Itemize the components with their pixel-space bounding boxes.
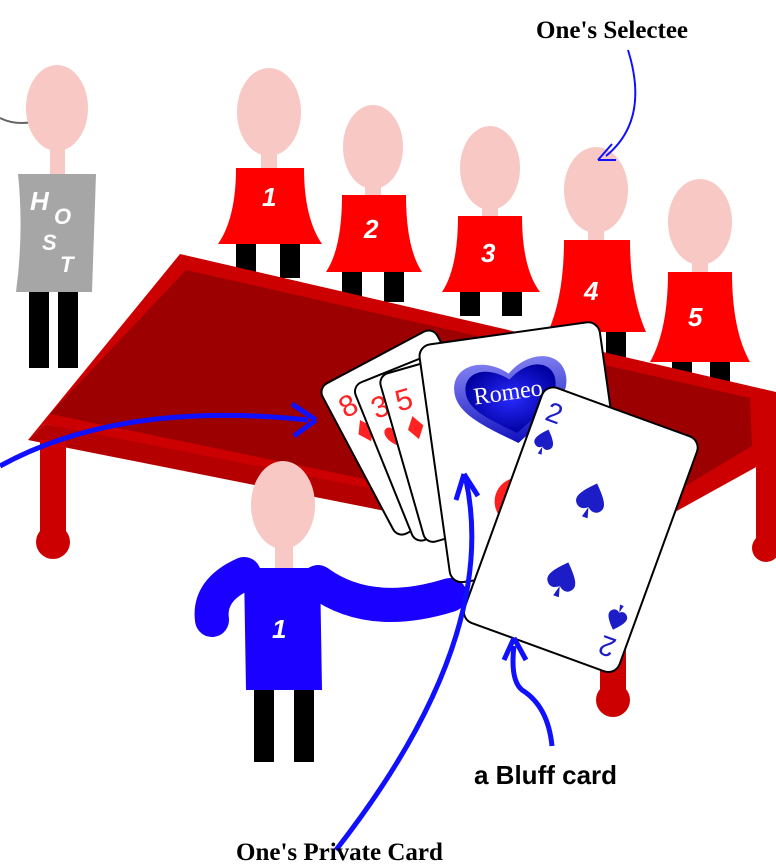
player-leg: [502, 292, 522, 316]
table-foot: [752, 534, 776, 562]
front-player-head: [251, 461, 315, 549]
host-letter: O: [54, 204, 71, 229]
table-foot: [36, 525, 70, 559]
player-2: 2: [326, 105, 422, 302]
front-player-arm-right: [318, 582, 450, 605]
front-player-number: 1: [272, 614, 286, 644]
front-player-leg: [294, 690, 314, 762]
host-head: [26, 65, 88, 151]
front-player-leg: [254, 690, 274, 762]
player-5: 5: [650, 179, 750, 392]
player-number: 1: [262, 182, 276, 212]
selectee-label: One's Selectee: [536, 17, 688, 44]
host-letter: T: [60, 252, 75, 277]
bluff-label: a Bluff card: [474, 760, 617, 790]
player-leg: [460, 292, 480, 316]
player-3: 3: [442, 126, 540, 316]
front-player-neck: [275, 545, 293, 571]
bluff-arrow: [513, 646, 552, 746]
player-head: [668, 179, 732, 265]
host-figure: H O S T: [0, 65, 96, 368]
player-neck: [588, 228, 604, 242]
table-leg: [756, 448, 776, 544]
player-number: 4: [583, 276, 599, 306]
player-leg: [384, 272, 404, 302]
player-head: [460, 126, 520, 210]
host-neck: [50, 148, 65, 176]
player-head: [564, 147, 628, 233]
player-neck: [692, 260, 708, 274]
player-leg: [280, 244, 300, 278]
player-neck: [261, 152, 277, 170]
table-foot: [596, 683, 630, 717]
player-number: 5: [688, 302, 703, 332]
selectee-arrow: [606, 50, 635, 156]
player-head: [343, 105, 403, 189]
player-number: 3: [481, 238, 496, 268]
player-number: 2: [363, 214, 379, 244]
host-leg-left: [29, 292, 49, 368]
front-player-arm-left: [212, 574, 244, 620]
host-leg-right: [58, 292, 78, 368]
private-card-label: One's Private Card: [236, 839, 443, 864]
player-head: [237, 68, 301, 156]
host-letter: S: [42, 230, 57, 255]
host-letter: H: [30, 186, 50, 216]
player-1: 1: [218, 68, 322, 278]
